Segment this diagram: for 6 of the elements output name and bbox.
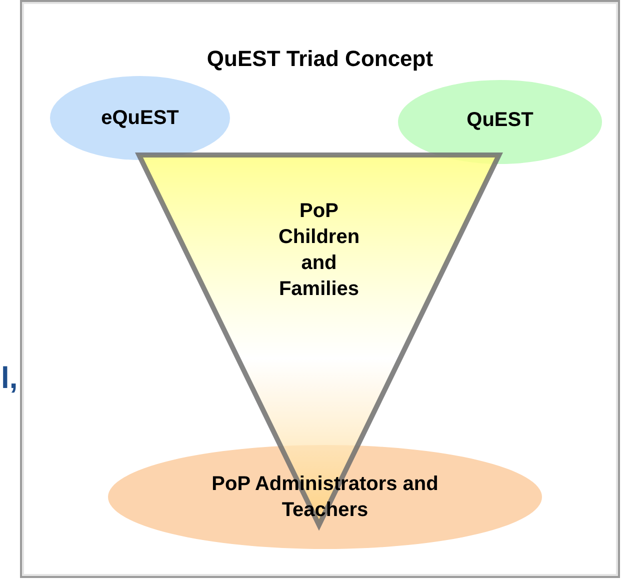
partial-text: l, xyxy=(1,362,18,396)
node-label: QuEST xyxy=(466,108,534,133)
node-label: PoP Children and Families xyxy=(277,199,361,302)
node-label: eQuEST xyxy=(101,106,179,131)
diagram-title: QuEST Triad Concept xyxy=(206,46,434,72)
node-label: PoP Administrators and Teachers xyxy=(210,472,440,523)
